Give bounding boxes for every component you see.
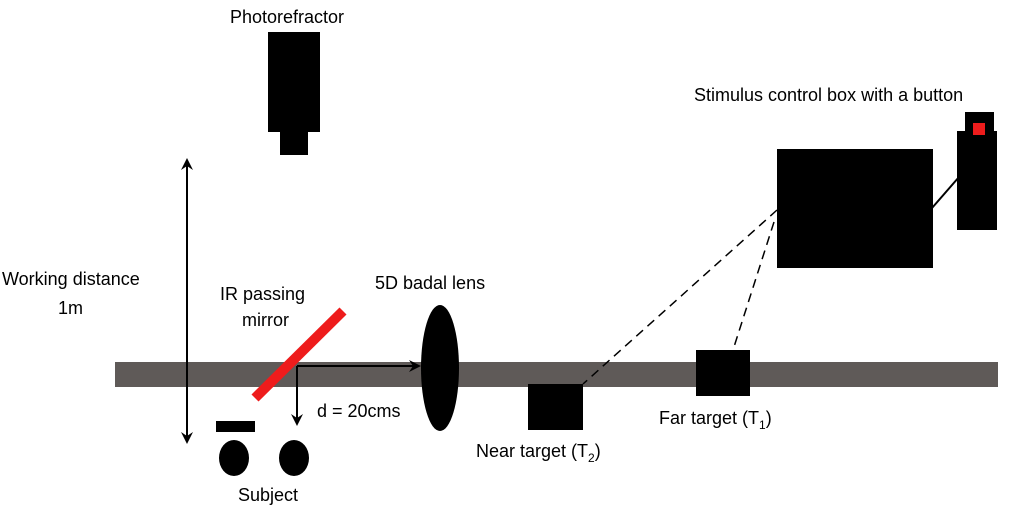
optical-bench bbox=[115, 362, 998, 387]
photorefractor-icon bbox=[268, 32, 320, 155]
near-target-wire bbox=[582, 209, 778, 385]
working-distance-value: 1m bbox=[58, 298, 83, 318]
distance-label: d = 20cms bbox=[317, 401, 401, 421]
photorefractor-label: Photorefractor bbox=[230, 7, 344, 27]
mirror-label-2: mirror bbox=[242, 310, 289, 330]
ir-mirror bbox=[251, 307, 347, 402]
stimulus-box-label: Stimulus control box with a button bbox=[694, 85, 963, 105]
far-target bbox=[696, 350, 750, 396]
far-target-wire bbox=[732, 221, 775, 351]
mirror-label-1: IR passing bbox=[220, 284, 305, 304]
badal-lens bbox=[421, 305, 459, 431]
button-cable bbox=[931, 176, 960, 209]
subject-icon bbox=[216, 421, 309, 476]
red-button bbox=[973, 123, 985, 135]
near-target bbox=[528, 384, 583, 430]
far-target-label: Far target (T1) bbox=[659, 408, 772, 432]
button-box bbox=[957, 112, 997, 230]
stimulus-control-box bbox=[777, 149, 933, 268]
subject-label: Subject bbox=[238, 485, 298, 505]
lens-label: 5D badal lens bbox=[375, 273, 485, 293]
working-distance-label: Working distance bbox=[2, 269, 140, 289]
near-target-label: Near target (T2) bbox=[476, 441, 601, 465]
